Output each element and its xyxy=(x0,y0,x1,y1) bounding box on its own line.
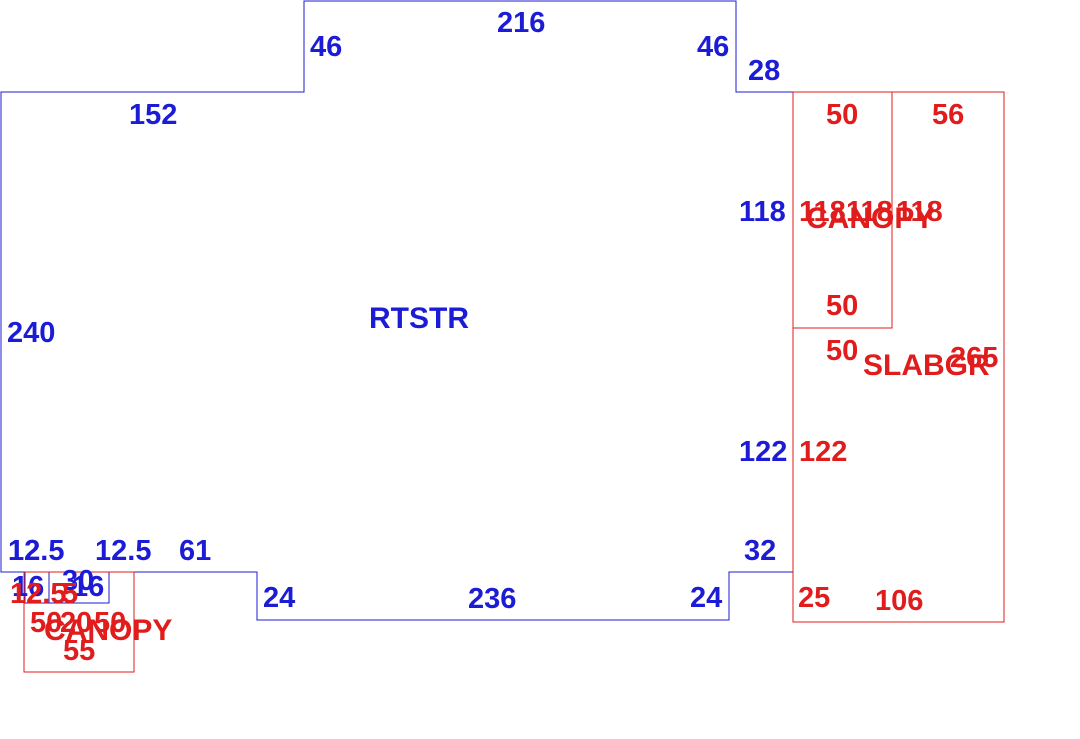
dim-bottom-left-jog: 24 xyxy=(263,582,295,614)
dim-right-upper: 118 xyxy=(739,196,786,228)
slab-label: SLABGR xyxy=(863,349,990,382)
canopy-right-dim-middle: 118 xyxy=(846,196,893,228)
canopy-left-dim-d: 20 xyxy=(60,607,92,639)
dim-top-right-inner: 46 xyxy=(697,31,729,63)
dim-left-side: 240 xyxy=(7,317,55,349)
slab-dim-top: 56 xyxy=(932,99,964,131)
dim-left-top: 152 xyxy=(129,99,177,131)
slab-dim-inner: 50 xyxy=(826,335,858,367)
dim-bottom-right-jog: 24 xyxy=(690,582,722,614)
dim-bottom-left-c: 12.5 xyxy=(95,535,151,567)
dim-notch-b: 30 xyxy=(62,565,94,597)
canopy-right-label: CANOPY xyxy=(806,202,934,235)
canopy-left-dim-a: 12.5 xyxy=(10,578,66,610)
slab-outline xyxy=(792,91,1005,623)
dim-bottom-right-step: 32 xyxy=(744,535,776,567)
canopy-right-dim-bottom: 50 xyxy=(826,290,858,322)
dim-top-left-inner: 46 xyxy=(310,31,342,63)
canopy-right-dim-left: 118 xyxy=(799,196,846,228)
notch-outline xyxy=(24,572,110,604)
canopy-right-dim-right: 118 xyxy=(896,196,943,228)
dim-bottom-center: 236 xyxy=(468,583,516,615)
dim-notch-a: 16 xyxy=(12,571,44,603)
canopy-left-dim-bottom: 55 xyxy=(63,635,95,667)
slab-dim-right: 265 xyxy=(950,342,998,374)
dim-right-lower: 122 xyxy=(739,436,787,468)
dim-notch-c: 16 xyxy=(72,571,104,603)
canopy-left-label: CANOPY xyxy=(44,614,172,647)
dim-bottom-left-a: 12 xyxy=(8,535,40,567)
canopy-left-dim-e: 50 xyxy=(94,607,126,639)
slab-dim-bottom-left: 25 xyxy=(798,582,830,614)
dim-top-center: 216 xyxy=(497,7,545,39)
canopy-left-outline xyxy=(23,571,135,673)
canopy-right-dim-top: 50 xyxy=(826,99,858,131)
dim-bottom-left-d: 61 xyxy=(179,535,211,567)
dim-right-step: 28 xyxy=(748,55,780,87)
main-area-label: RTSTR xyxy=(369,302,469,335)
canopy-left-dim-b: 5 xyxy=(62,578,78,610)
slab-dim-left: 122 xyxy=(799,436,847,468)
canopy-left-dim-c: 50 xyxy=(30,607,62,639)
dim-bottom-left-b: 12.5 xyxy=(8,535,64,567)
slab-dim-bottom: 106 xyxy=(875,585,923,617)
